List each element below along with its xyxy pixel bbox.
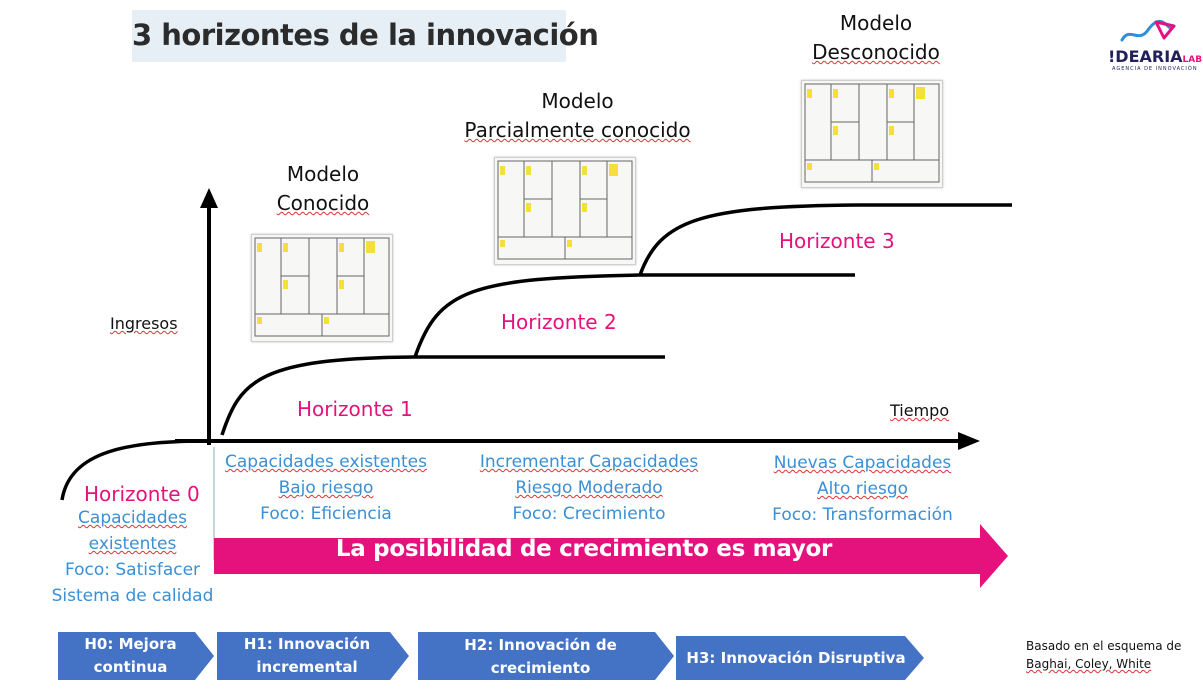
x-axis-label: Tiempo	[890, 401, 950, 420]
chevron-h2	[418, 632, 674, 680]
horizon-0-label: Horizonte 0	[84, 482, 200, 506]
chevron-h3	[676, 636, 924, 680]
horizon-0-description: Capacidades existentes Foco: Satisfacer …	[51, 508, 214, 606]
page-title: 3 horizontes de la innovación	[132, 18, 599, 52]
growth-arrow-label: La posibilidad de crecimiento es mayor	[335, 536, 833, 562]
horizon-1-curve	[220, 355, 665, 436]
business-model-canvas-1	[251, 234, 393, 342]
horizon-2-curve	[413, 273, 855, 358]
model-label-unknown: Modelo Desconocido	[812, 11, 940, 64]
horizon-2-description: Incrementar Capacidades Riesgo Moderado …	[479, 452, 699, 524]
chevron-h3-label: H3: Innovación Disruptiva	[686, 649, 906, 667]
model-label-partially-known: Modelo Parcialmente conocido	[464, 89, 691, 142]
horizon-3-label: Horizonte 3	[779, 229, 895, 253]
horizon-3-description: Nuevas Capacidades Alto riesgo Foco: Tra…	[772, 453, 953, 525]
horizon-1-description: Capacidades existentes Bajo riesgo Foco:…	[225, 452, 427, 524]
growth-arrow	[214, 524, 1008, 588]
horizon-0-curve	[60, 439, 211, 501]
logo-wordmark: !DEARIALAB	[1108, 47, 1203, 66]
horizon-3-curve	[638, 203, 1012, 276]
logo-icon	[1120, 20, 1176, 42]
horizon-2-label: Horizonte 2	[501, 310, 617, 334]
horizon-1-label: Horizonte 1	[297, 397, 413, 421]
title-background	[132, 10, 566, 62]
y-axis-arrowhead	[200, 188, 218, 208]
source-note: Basado en el esquema de Baghai, Coley, W…	[1026, 639, 1182, 671]
business-model-canvas-2	[494, 157, 636, 265]
y-axis-label: Ingresos	[110, 314, 178, 333]
chevron-h0	[58, 632, 214, 680]
logo-tagline: AGENCIA DE INNOVACIÓN	[1112, 66, 1198, 72]
business-model-canvas-3	[801, 80, 943, 188]
model-label-known: Modelo Conocido	[276, 162, 370, 215]
x-axis-arrowhead	[958, 432, 980, 450]
chevron-h1	[217, 632, 409, 680]
